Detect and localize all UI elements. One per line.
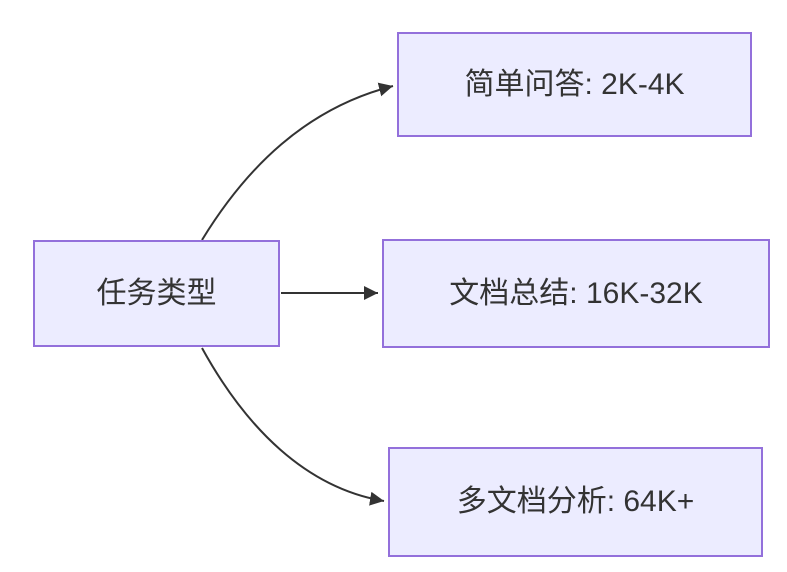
node-multi-doc-label: 多文档分析: 64K+ xyxy=(456,485,695,518)
edge-root-to-multi-doc xyxy=(201,347,385,506)
node-doc-summary-label: 文档总结: 16K-32K xyxy=(449,276,703,310)
node-simple-qa-label: 简单问答: 2K-4K xyxy=(464,67,685,101)
node-task-type: 任务类型 xyxy=(33,240,280,347)
node-doc-summary: 文档总结: 16K-32K xyxy=(382,239,770,348)
node-multi-doc: 多文档分析: 64K+ xyxy=(388,447,763,557)
edge-root-to-simple-qa xyxy=(201,82,394,241)
node-task-type-label: 任务类型 xyxy=(96,276,217,310)
node-simple-qa: 简单问答: 2K-4K xyxy=(397,32,752,137)
